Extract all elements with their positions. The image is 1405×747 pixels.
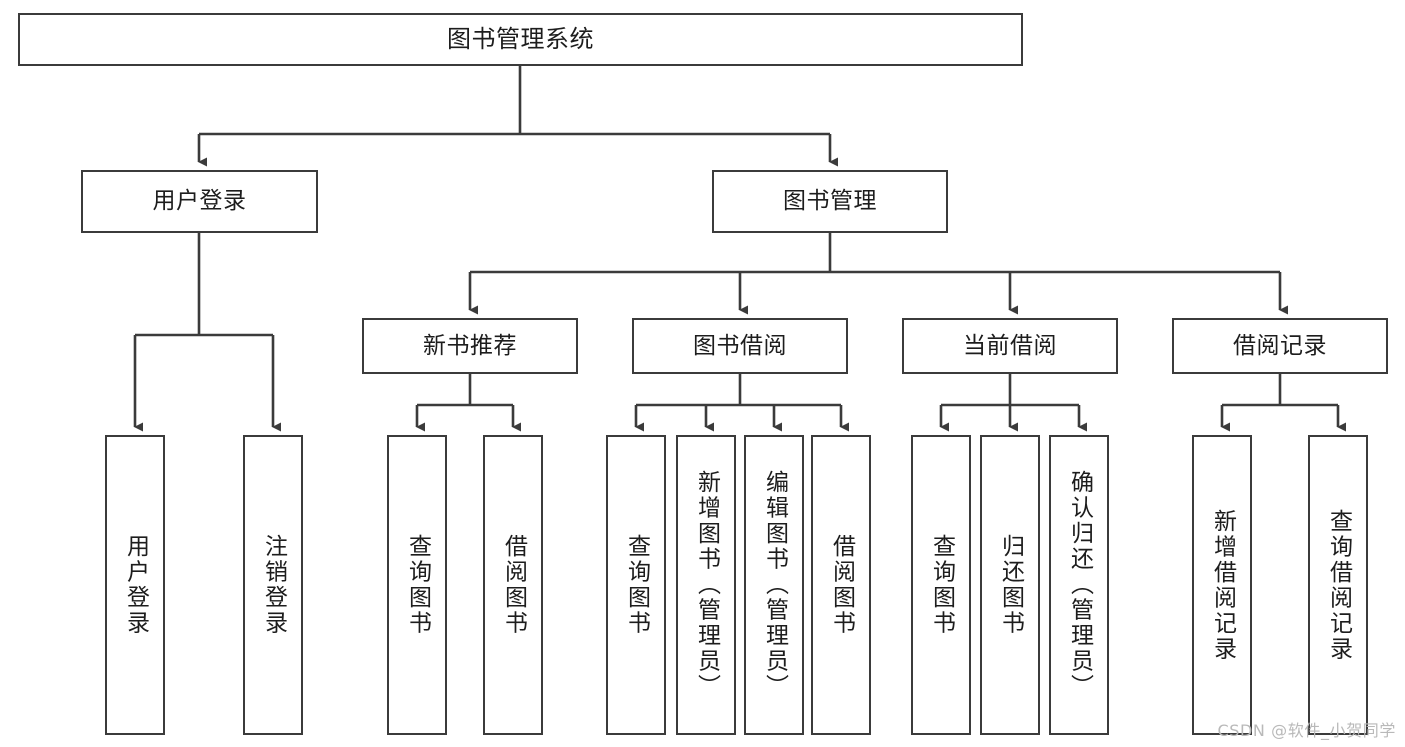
node-label: 当前借阅 <box>963 332 1057 359</box>
node-label: 查询图书 <box>928 534 955 636</box>
node-root-system[interactable]: 图书管理系统 <box>18 13 1023 66</box>
node-label: 用户登录 <box>122 534 149 636</box>
node-new-book-recommend[interactable]: 新书推荐 <box>362 318 578 374</box>
node-borrow-record[interactable]: 借阅记录 <box>1172 318 1388 374</box>
node-label: 借阅记录 <box>1233 332 1327 359</box>
node-label: 新增图书（管理员） <box>693 470 720 700</box>
node-label: 新增借阅记录 <box>1209 508 1236 662</box>
node-leaf-add-book[interactable]: 新增图书（管理员） <box>676 435 736 735</box>
node-label: 查询借阅记录 <box>1325 508 1352 662</box>
node-label: 用户登录 <box>152 188 247 215</box>
node-leaf-query-record[interactable]: 查询借阅记录 <box>1308 435 1368 735</box>
node-leaf-logout-login[interactable]: 注销登录 <box>243 435 303 735</box>
node-leaf-query-book-1[interactable]: 查询图书 <box>387 435 447 735</box>
node-label: 编辑图书（管理员） <box>761 470 788 700</box>
node-user-login[interactable]: 用户登录 <box>81 170 318 233</box>
node-label: 查询图书 <box>404 534 431 636</box>
node-leaf-user-login[interactable]: 用户登录 <box>105 435 165 735</box>
node-label: 图书管理 <box>783 188 877 215</box>
node-label: 归还图书 <box>997 534 1024 636</box>
node-label: 确认归还（管理员） <box>1066 470 1093 700</box>
node-leaf-query-book-3[interactable]: 查询图书 <box>911 435 971 735</box>
node-book-borrow[interactable]: 图书借阅 <box>632 318 848 374</box>
node-label: 注销登录 <box>260 534 287 636</box>
node-label: 图书管理系统 <box>447 24 594 53</box>
node-label: 借阅图书 <box>500 534 527 636</box>
node-leaf-return-book[interactable]: 归还图书 <box>980 435 1040 735</box>
node-label: 图书借阅 <box>693 332 787 359</box>
node-label: 新书推荐 <box>423 332 517 359</box>
node-leaf-borrow-book-2[interactable]: 借阅图书 <box>811 435 871 735</box>
node-leaf-borrow-book-1[interactable]: 借阅图书 <box>483 435 543 735</box>
node-leaf-edit-book[interactable]: 编辑图书（管理员） <box>744 435 804 735</box>
node-book-manage[interactable]: 图书管理 <box>712 170 948 233</box>
csdn-watermark: CSDN @软件_小贺同学 <box>1217 721 1396 740</box>
node-leaf-add-record[interactable]: 新增借阅记录 <box>1192 435 1252 735</box>
node-leaf-query-book-2[interactable]: 查询图书 <box>606 435 666 735</box>
node-current-borrow[interactable]: 当前借阅 <box>902 318 1118 374</box>
node-label: 借阅图书 <box>828 534 855 636</box>
node-leaf-confirm-return[interactable]: 确认归还（管理员） <box>1049 435 1109 735</box>
node-label: 查询图书 <box>623 534 650 636</box>
